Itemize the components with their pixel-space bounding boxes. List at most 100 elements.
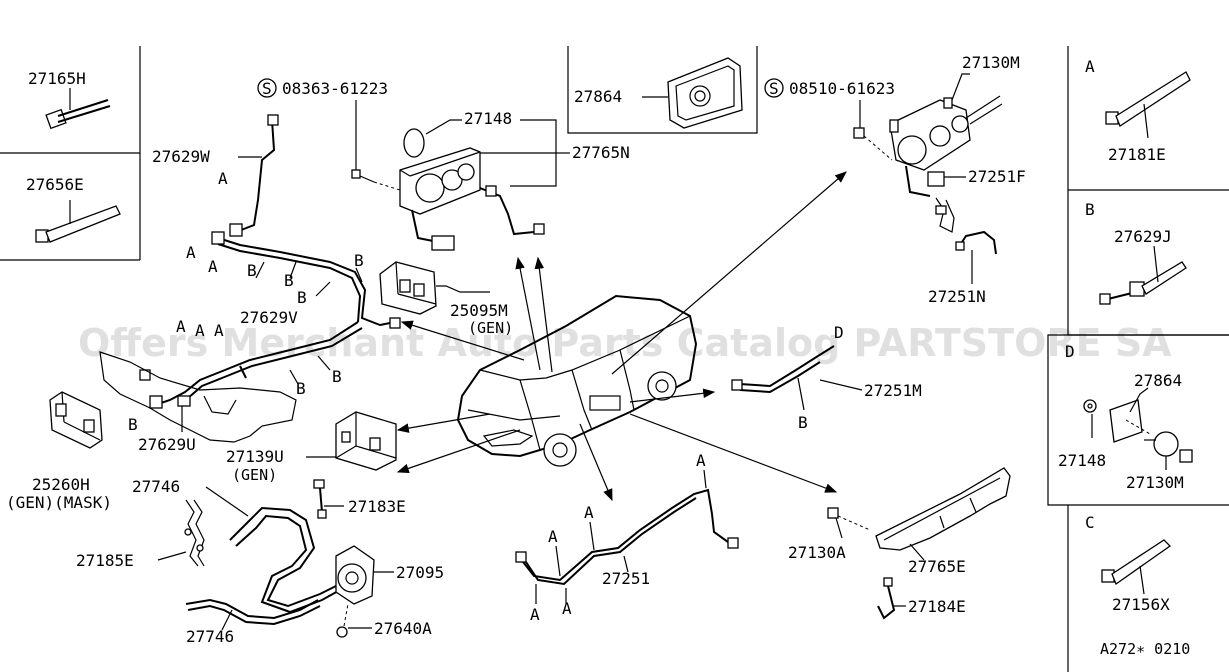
label-27184E: 27184E (908, 597, 966, 616)
label-27148-b: 27148 (1058, 451, 1106, 470)
screw-number-2: 08510-61623 (789, 79, 895, 98)
clip-27183E-drawing (313, 479, 327, 519)
leader-25095M (436, 285, 490, 293)
bolt-27130A-drawing (827, 507, 871, 531)
relay-27139U-drawing (335, 411, 397, 471)
pipe-27765E-drawing (875, 467, 1011, 551)
floor-harness-27629U-drawing (99, 351, 297, 443)
label-27130M-b: 27130M (1126, 473, 1184, 492)
label-27251N: 27251N (928, 287, 986, 306)
sidebar-header-a: A (1085, 57, 1095, 76)
clip-letter-a-3: A (208, 257, 218, 276)
leader-27148 (425, 119, 462, 135)
harness-27629V-drawing (139, 231, 401, 409)
label-27130M: 27130M (962, 53, 1020, 72)
label-27629W: 27629W (152, 147, 210, 166)
label-27139U: 27139U (226, 447, 284, 466)
harness-27251M-drawing (731, 345, 835, 411)
label-27185E: 27185E (76, 551, 134, 570)
label-27130A: 27130A (788, 543, 846, 562)
leader-27185E (157, 551, 187, 561)
label-27095: 27095 (396, 563, 444, 582)
label-27640A: 27640A (374, 619, 432, 638)
clip-letter-a-4: A (176, 317, 186, 336)
label-27251M: 27251M (864, 381, 922, 400)
leader-27130M (951, 73, 970, 101)
clip-letter-b-2: B (284, 271, 294, 290)
leader-27251M (819, 379, 863, 391)
label-25260H-note: (GEN)(MASK) (6, 493, 112, 512)
valve-27095-drawing (335, 545, 375, 638)
clip-letter-b-1: B (247, 261, 257, 280)
label-27139U-note: (GEN) (232, 466, 277, 484)
leader-27746-2 (221, 609, 233, 631)
clip-letter-a-7: A (548, 527, 558, 546)
clip-letter-a-9: A (696, 451, 706, 470)
clip-letter-d: D (834, 323, 844, 342)
label-27629U: 27629U (138, 435, 196, 454)
harness-27629W-drawing (229, 114, 279, 237)
label-27629V: 27629V (240, 308, 298, 327)
clip-letter-a-5: A (195, 321, 205, 340)
label-25095M: 25095M (450, 301, 508, 320)
frame-lines (0, 46, 1229, 672)
clip-letter-a-6: A (214, 321, 224, 340)
leader-27864-b (1129, 387, 1149, 413)
label-27629J: 27629J (1114, 227, 1172, 246)
clip-letter-b-3: B (297, 288, 307, 307)
bracket-27251N-drawing (955, 230, 997, 255)
clip-letter-a-2: A (186, 243, 196, 262)
screw-letter-2: S (769, 79, 779, 98)
pump-27130M-drawing (889, 95, 1003, 233)
sidebar-header-b: B (1085, 200, 1095, 219)
clip-letter-b-5: B (332, 367, 342, 386)
label-27165H: 27165H (28, 69, 86, 88)
cover-27864-drawing (667, 57, 743, 129)
label-27765E: 27765E (908, 557, 966, 576)
leader-27746-1 (205, 486, 249, 517)
diagram-code: A272∗ 0210 (1100, 640, 1190, 658)
label-27251: 27251 (602, 569, 650, 588)
clip-letter-a-1: A (218, 169, 228, 188)
label-27656E: 27656E (26, 175, 84, 194)
clip-letter-a-10: A (530, 605, 540, 624)
label-27148: 27148 (464, 109, 512, 128)
watermark: Offers Merchant Auto Parts Catalog PARTS… (78, 321, 1172, 365)
clip-letter-b-7: B (128, 415, 138, 434)
vehicle-drawing (456, 294, 698, 467)
label-27156X: 27156X (1112, 595, 1170, 614)
clip-letter-a-11: A (562, 599, 572, 618)
label-27181E: 27181E (1108, 145, 1166, 164)
clip-letter-b-4: B (354, 251, 364, 270)
clip-27629J-drawing (1099, 245, 1187, 305)
clip-27181E-drawing (1105, 71, 1191, 139)
unit-27148-drawing (399, 128, 545, 251)
module-25260H-drawing (49, 391, 103, 449)
clip-27656E-drawing (35, 200, 121, 243)
label-25260H: 25260H (32, 475, 90, 494)
clip-27156X-drawing (1101, 539, 1172, 595)
clip-letter-b-8: B (798, 413, 808, 432)
sidebar-header-d: D (1065, 342, 1075, 361)
label-27864-b: 27864 (1134, 371, 1182, 390)
clip-27165H-drawing (45, 88, 111, 130)
leader-27765E (909, 543, 925, 561)
clip-27185E-drawing (184, 499, 205, 567)
screw-1-drawing (351, 169, 401, 191)
clip-letter-a-8: A (584, 503, 594, 522)
screw-number-1: 08363-61223 (282, 79, 388, 98)
hose-27746-drawing (185, 506, 341, 626)
detail-d-drawing (1083, 399, 1193, 463)
label-27251F: 27251F (968, 167, 1026, 186)
label-25095M-note: (GEN) (468, 319, 513, 337)
screw-symbol-1 (257, 78, 277, 98)
screw-letter-1: S (262, 79, 272, 98)
label-27746-2: 27746 (186, 627, 234, 646)
clip-letter-b-6: B (296, 379, 306, 398)
clip-27184E-drawing (877, 577, 896, 620)
sidebar-header-c: C (1085, 513, 1095, 532)
label-27746-1: 27746 (132, 477, 180, 496)
label-27765N: 27765N (572, 143, 630, 162)
label-27183E: 27183E (348, 497, 406, 516)
